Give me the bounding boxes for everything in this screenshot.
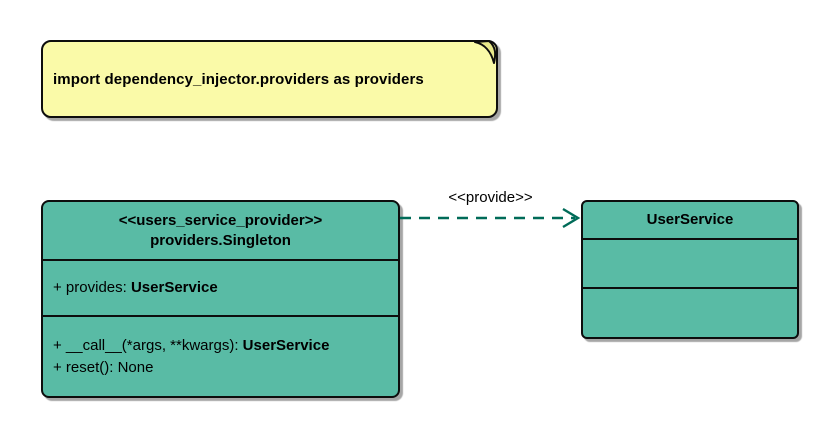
attribute-provides: + provides: UserService xyxy=(53,277,218,299)
method-reset-prefix: + reset(): None xyxy=(53,358,154,376)
attribute-provides-prefix: + provides: xyxy=(53,279,131,296)
provider-class-header: <<users_service_provider>> providers.Sin… xyxy=(43,202,398,259)
method-call: + __call__(*args, **kwargs): UserService xyxy=(53,335,388,357)
import-note: import dependency_injector.providers as … xyxy=(41,40,498,118)
attribute-provides-type: UserService xyxy=(130,279,218,296)
service-class-header: UserService xyxy=(583,202,797,238)
service-class-name: UserService xyxy=(646,211,734,228)
service-class-methods-empty xyxy=(583,287,797,337)
provider-class-methods: + __call__(*args, **kwargs): UserService… xyxy=(43,315,398,396)
method-call-prefix: + __call__(*args, **kwargs): xyxy=(53,336,243,354)
method-reset: + reset(): None xyxy=(53,357,388,379)
provider-class-box: <<users_service_provider>> providers.Sin… xyxy=(41,200,400,398)
provider-class-stereotype: <<users_service_provider>> xyxy=(118,211,323,229)
provide-arrow-label: <<provide>> xyxy=(448,189,533,206)
provider-class-name: providers.Singleton xyxy=(150,231,291,249)
service-class-box: UserService xyxy=(581,200,799,339)
provider-class-attributes: + provides: UserService xyxy=(43,259,398,315)
provide-arrow xyxy=(400,207,581,229)
method-call-type: UserService xyxy=(242,336,330,354)
import-note-text: import dependency_injector.providers as … xyxy=(53,70,424,88)
note-fold-icon xyxy=(474,40,497,64)
service-class-attributes-empty xyxy=(583,238,797,287)
